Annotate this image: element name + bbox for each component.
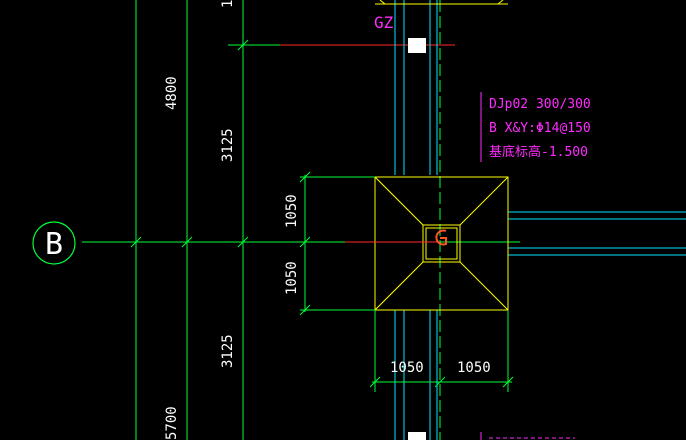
grid-bubble-label: B [45,227,63,262]
footing-outline [374,176,509,311]
footing-horizontal-dimension [369,310,514,392]
white-block-bottom [408,432,426,440]
column-pedestal-inner [425,227,458,260]
dim-left-upper-total: 4800 [164,76,180,110]
white-block-top [408,38,426,53]
dim-left-upper: 3125 [220,128,236,162]
column-pedestal-outer [422,224,461,263]
dim-footing-right-half: 1050 [457,360,491,376]
dim-footing-upper-half: 1050 [284,194,300,228]
footing-note-line1[interactable]: DJp02 300/300 [489,97,591,112]
lower-note-partial [480,432,575,440]
dim-footing-left-half: 1050 [390,360,424,376]
dim-left-lower: 3125 [220,334,236,368]
footing-slope-tl [374,176,424,226]
footing-slope-tr [459,176,509,226]
footing-vertical-dimension [299,171,375,316]
footing-slope-bl [374,261,424,311]
footing-note-line3[interactable]: 基底标高-1.500 [489,144,588,160]
grid-bubble-b[interactable] [32,221,76,265]
footing-slope-br [459,261,509,311]
upper-footing-partial [375,0,508,5]
column-tag-gz[interactable]: GZ [374,13,394,32]
column-mark [435,229,447,246]
left-dimension-lines [130,0,249,440]
dim-footing-lower-half: 1050 [284,261,300,295]
beam-lines [508,211,686,256]
footing-note-line2[interactable]: B X&Y:Φ14@150 [489,121,591,136]
column-lines [394,0,438,440]
dim-top-cut: 10 [220,0,236,8]
footing-djp02[interactable] [374,176,509,311]
dim-left-lower-total: 5700 [164,406,180,440]
